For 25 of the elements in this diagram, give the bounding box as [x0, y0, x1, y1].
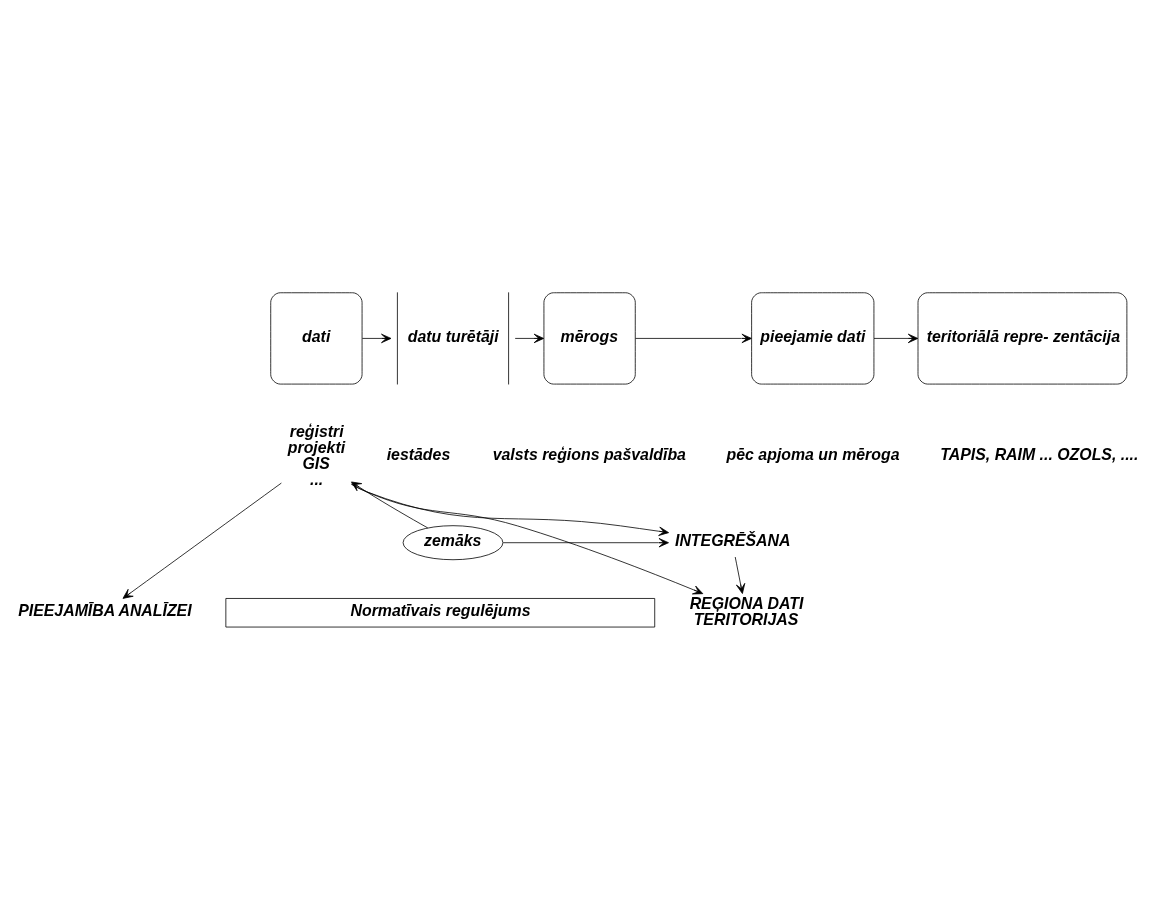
arrow — [873, 333, 919, 344]
node-text: datu turētāji — [407, 327, 499, 345]
arrow — [734, 556, 746, 594]
arrow — [361, 333, 392, 344]
node-text: PIEEJAMĪBA ANALĪZEI — [18, 601, 192, 619]
label: TAPIS, RAIM ... OZOLS, .... — [940, 445, 1139, 463]
node-text: INTEGRĒŠANA — [674, 531, 791, 549]
label: pēc apjoma un mēroga — [726, 445, 900, 463]
node-box: Normatīvais regulējums — [225, 598, 656, 628]
node-box: dati — [270, 292, 363, 385]
arrow — [351, 481, 429, 529]
label: valsts reģions pašvaldība — [492, 445, 686, 463]
node-text: REĢIONA DATI TERITORIJAS — [689, 594, 804, 628]
node-text: reģistri projekti GIS ... — [287, 422, 346, 488]
node-box: mērogs — [543, 292, 636, 385]
node-ellipse: zemāks — [402, 525, 504, 561]
node-box: pieejamie dati — [751, 292, 875, 385]
arrow — [514, 333, 545, 344]
arrow — [502, 538, 669, 548]
arrow — [350, 483, 669, 536]
label: iestādes — [386, 445, 451, 463]
arrow — [122, 482, 282, 599]
arrow — [351, 483, 704, 595]
arrow — [634, 333, 752, 344]
node-box: teritoriālā repre- zentācija — [917, 292, 1128, 385]
